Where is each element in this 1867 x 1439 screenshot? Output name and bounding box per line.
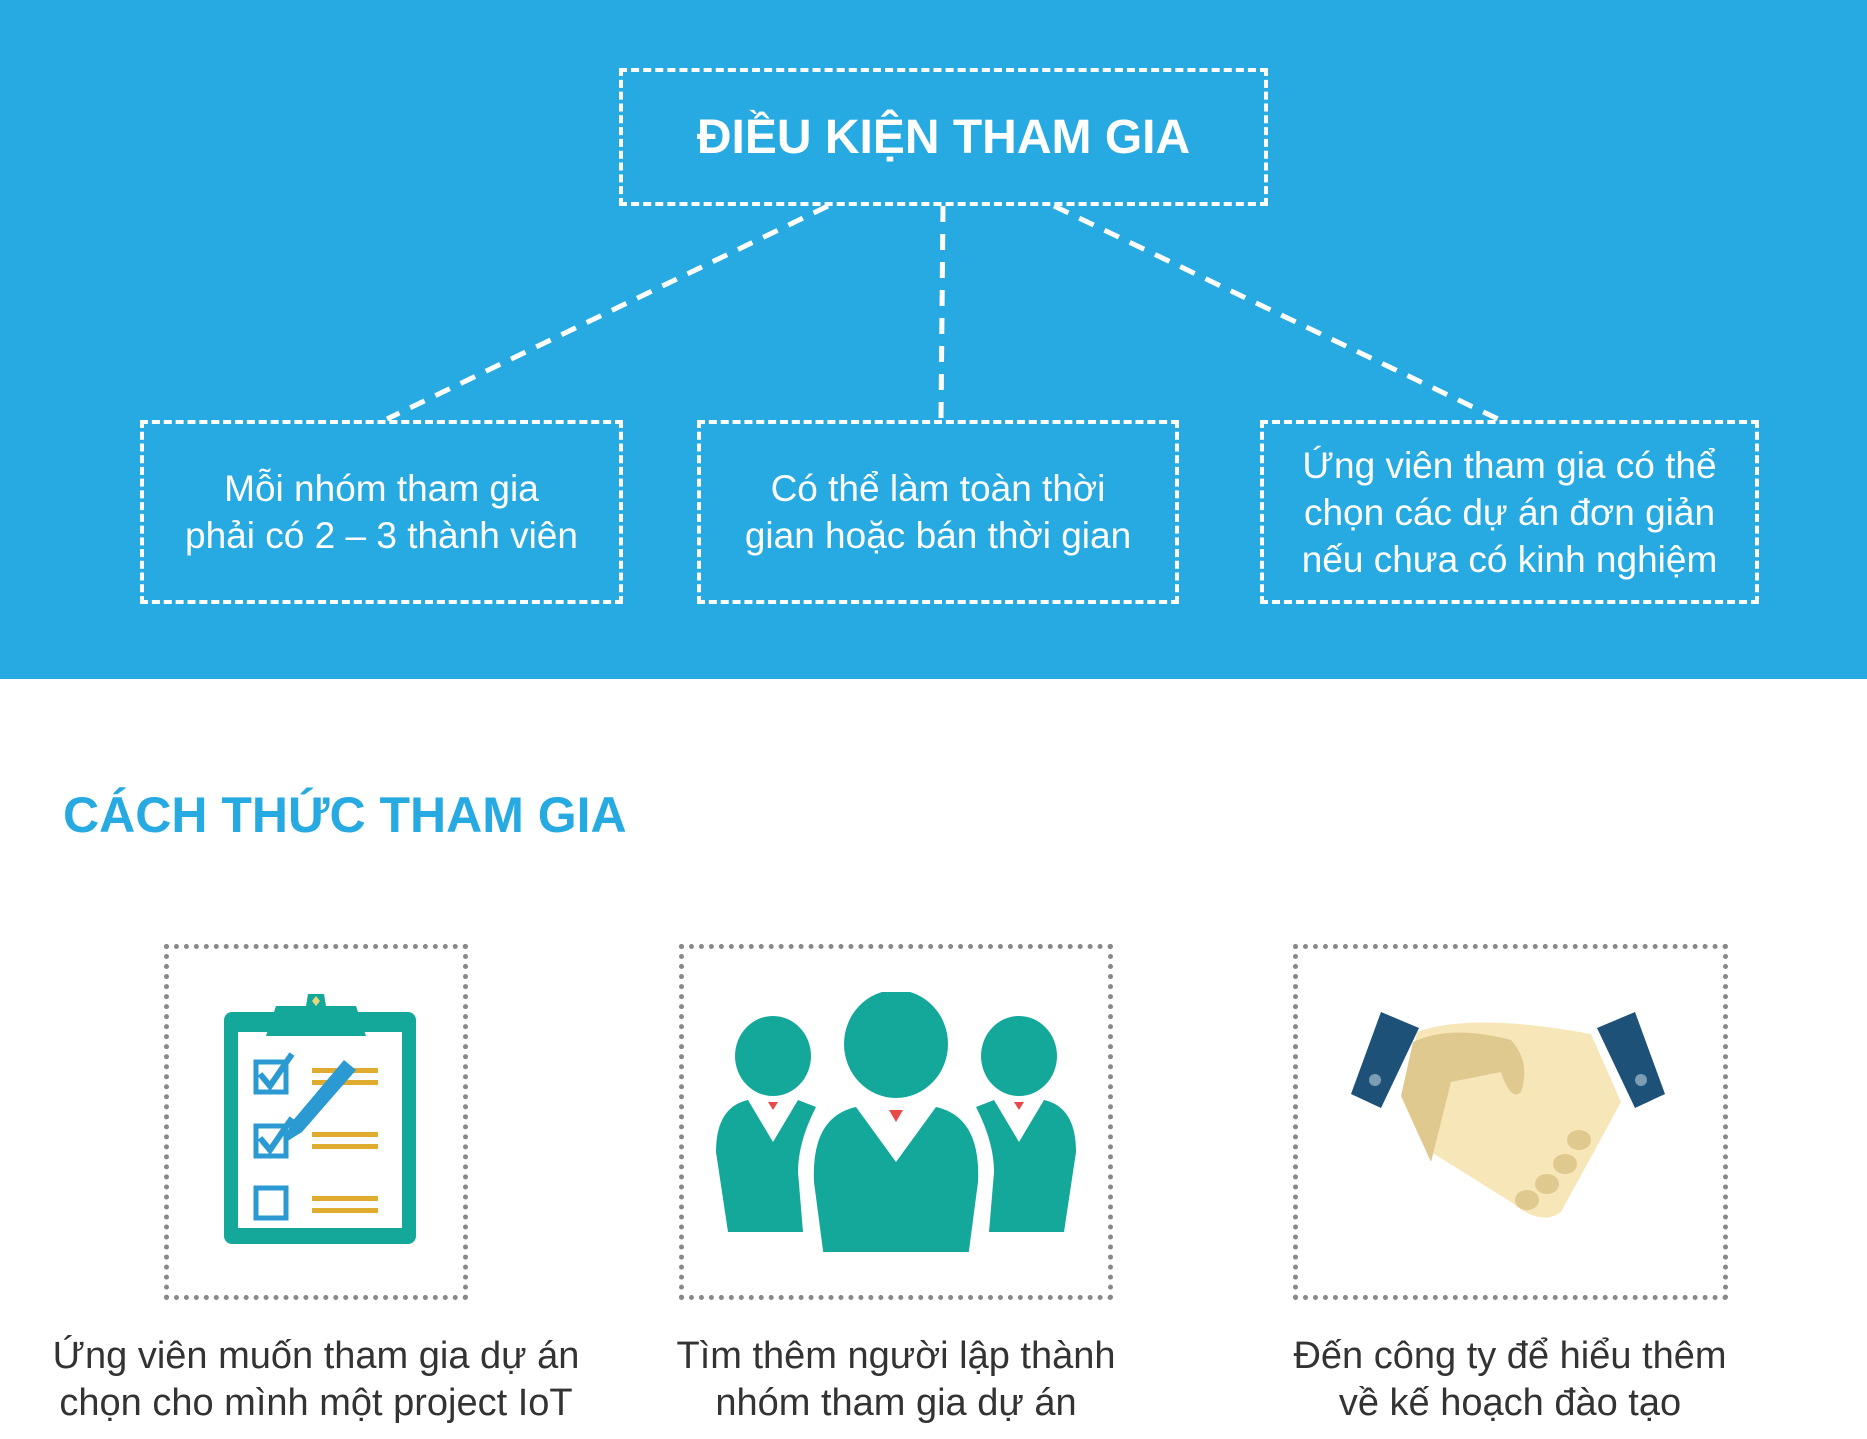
caption-line: nhóm tham gia dự án [715,1382,1077,1424]
handshake-icon [1350,1012,1665,1218]
condition-text: Ứng viên tham gia có thể [1302,444,1717,486]
clipboard-checklist-icon [224,994,416,1244]
condition-box-experience: Ứng viên tham gia có thể chọn các dự án đ… [1260,420,1759,604]
condition-text: nếu chưa có kinh nghiệm [1301,538,1718,580]
caption-line: Ứng viên muốn tham gia dự án [52,1335,580,1377]
condition-text: Có thể làm toàn thời [770,468,1106,509]
howto-title: CÁCH THỨC THAM GIA [63,787,627,843]
connector-left [385,203,830,422]
caption-line: về kế hoạch đào tạo [1338,1382,1682,1424]
condition-text: phải có 2 – 3 thành viên [185,515,578,556]
step-3-caption: Đến công ty để hiểu thêm về kế hoạch đào … [1210,1333,1810,1427]
condition-box-team-size: Mỗi nhóm tham gia phải có 2 – 3 thành viê… [140,420,623,604]
step-2-frame [679,944,1113,1300]
step-1-caption: Ứng viên muốn tham gia dự án chọn cho mìn… [16,1333,616,1427]
connector-right [1052,203,1500,422]
caption-line: Đến công ty để hiểu thêm [1293,1335,1727,1377]
connector-lines [385,203,1500,422]
caption-line: chọn cho mình một project IoT [59,1382,573,1424]
connector-center [938,205,946,420]
condition-box-time: Có thể làm toàn thời gian hoặc bán thời g… [697,420,1179,604]
condition-text: gian hoặc bán thời gian [744,515,1132,556]
step-1-frame [164,944,468,1300]
step-2-caption: Tìm thêm người lập thành nhóm tham gia dự… [596,1333,1196,1427]
step-3-frame [1293,944,1728,1300]
conditions-section [0,0,1867,679]
condition-text: Mỗi nhóm tham gia [224,468,539,509]
condition-text: chọn các dự án đơn giản [1303,491,1716,533]
caption-line: Tìm thêm người lập thành [676,1335,1116,1377]
team-people-icon [716,992,1076,1252]
conditions-title: ĐIỀU KIỆN THAM GIA [619,68,1268,206]
